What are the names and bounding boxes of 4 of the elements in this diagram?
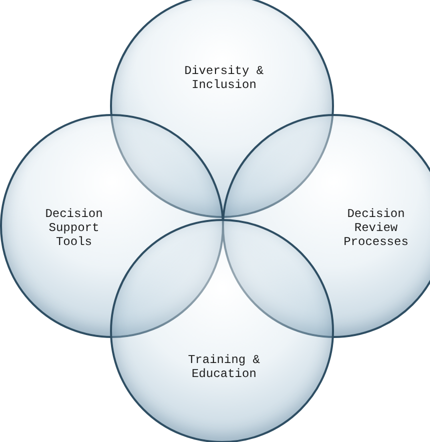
circle-label: Diversity & Inclusion bbox=[183, 64, 265, 92]
circle-label: Decision Review Processes bbox=[342, 207, 410, 249]
circle-label: Decision Support Tools bbox=[44, 207, 104, 249]
circle-label: Training & Education bbox=[186, 353, 261, 381]
